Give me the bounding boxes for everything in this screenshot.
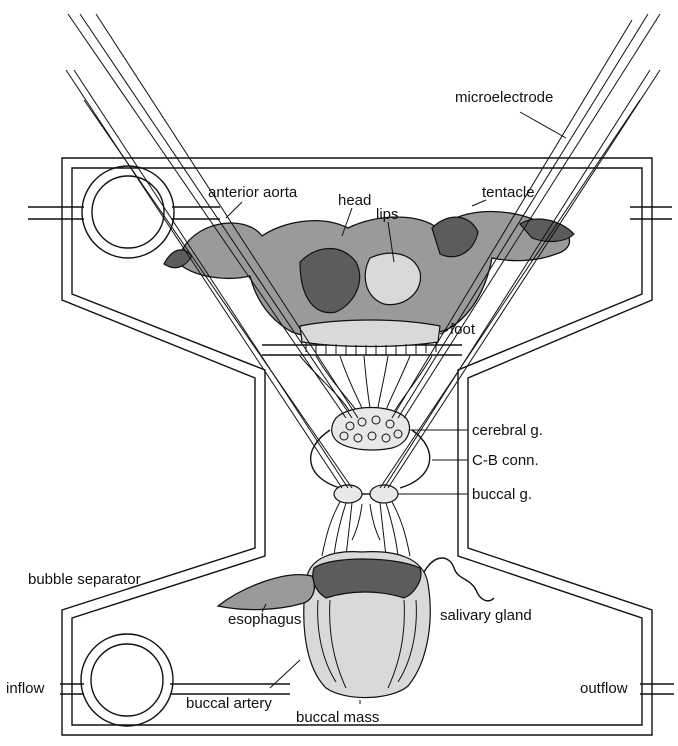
label-anterior-aorta: anterior aorta: [208, 184, 298, 201]
label-tentacle: tentacle: [482, 184, 535, 201]
label-microelectrode: microelectrode: [455, 89, 553, 106]
bubble-separator-inner: [91, 644, 163, 716]
nerve-bundle-lower: [322, 502, 410, 556]
label-salivary-gland: salivary gland: [440, 607, 532, 624]
label-buccal-g: buccal g.: [472, 486, 532, 503]
top-bubble-chamber-inner: [92, 176, 164, 248]
label-cb-conn: C-B conn.: [472, 452, 539, 469]
label-outflow: outflow: [580, 680, 628, 697]
label-lips: lips: [376, 206, 399, 223]
label-buccal-mass: buccal mass: [296, 709, 379, 726]
buccal-mass-top: [313, 559, 421, 598]
label-buccal-artery: buccal artery: [186, 695, 272, 712]
label-head: head: [338, 192, 371, 209]
foot-tissue: [300, 320, 440, 347]
label-bubble-separator: bubble separator: [28, 571, 141, 588]
bubble-separator-outer: [81, 634, 173, 726]
label-esophagus: esophagus: [228, 611, 301, 628]
label-foot: foot: [450, 321, 476, 338]
label-cerebral-g: cerebral g.: [472, 422, 543, 439]
label-inflow: inflow: [6, 680, 45, 697]
